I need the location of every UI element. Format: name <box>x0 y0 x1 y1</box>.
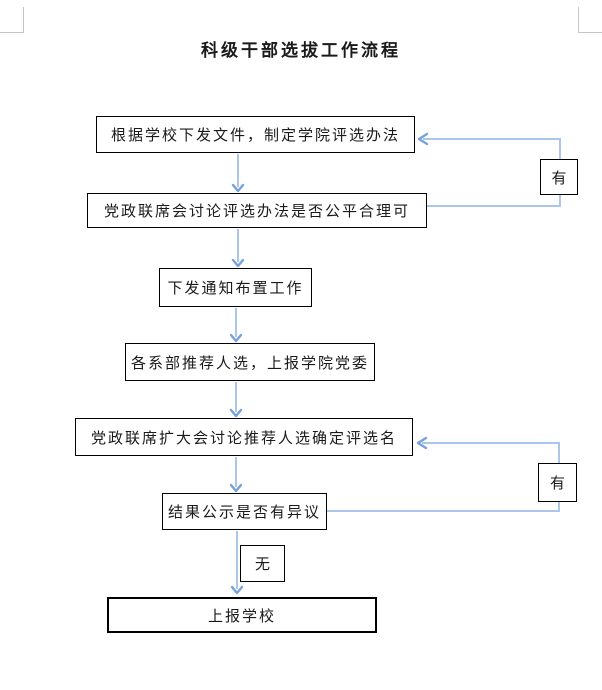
page-title: 科级干部选拔工作流程 <box>201 41 401 60</box>
flow-box-step7[interactable]: 上报学校 <box>107 597 377 633</box>
branch-label-box-yes-1[interactable]: 有 <box>540 159 578 195</box>
flow-box-step6-label: 结果公示是否有异议 <box>167 505 321 521</box>
arrow-step3-step4 <box>229 308 243 343</box>
arrow-step6-step7 <box>230 531 244 595</box>
branch-label-no: 无 <box>254 557 270 573</box>
flow-box-step1-label: 根据学校下发文件，制定学院评选办法 <box>110 128 400 144</box>
branch-label-box-yes-2[interactable]: 有 <box>538 463 577 502</box>
branch-label-yes-1: 有 <box>551 170 567 187</box>
feedback-arrow-yes-1 <box>417 132 561 207</box>
flow-box-step1[interactable]: 根据学校下发文件，制定学院评选办法 <box>96 116 415 153</box>
flow-box-step3[interactable]: 下发通知布置工作 <box>159 268 312 307</box>
page-corner-mark-left <box>0 7 24 33</box>
flow-box-step5[interactable]: 党政联席扩大会讨论推荐人选确定评选名 <box>75 418 413 456</box>
arrow-step5-step6 <box>229 457 243 493</box>
flow-box-step5-label: 党政联席扩大会讨论推荐人选确定评选名 <box>90 430 397 447</box>
flow-box-step2-label: 党政联席会讨论评选办法是否公平合理可 <box>103 204 410 220</box>
arrow-step1-step2 <box>231 154 245 193</box>
flow-box-step4[interactable]: 各系部推荐人选，上报学院党委 <box>125 343 375 381</box>
arrow-step2-step3 <box>231 229 245 268</box>
flow-box-step3-label: 下发通知布置工作 <box>167 281 304 297</box>
branch-label-yes-2: 有 <box>549 476 565 492</box>
flow-box-step4-label: 各系部推荐人选，上报学院党委 <box>130 355 369 372</box>
page-corner-mark-right <box>578 7 602 33</box>
flow-box-step7-label: 上报学校 <box>207 608 276 625</box>
arrow-step4-step5 <box>229 382 243 418</box>
flow-box-step6[interactable]: 结果公示是否有异议 <box>162 493 327 530</box>
flow-box-step2[interactable]: 党政联席会讨论评选办法是否公平合理可 <box>87 193 427 228</box>
branch-label-box-no[interactable]: 无 <box>240 545 285 582</box>
